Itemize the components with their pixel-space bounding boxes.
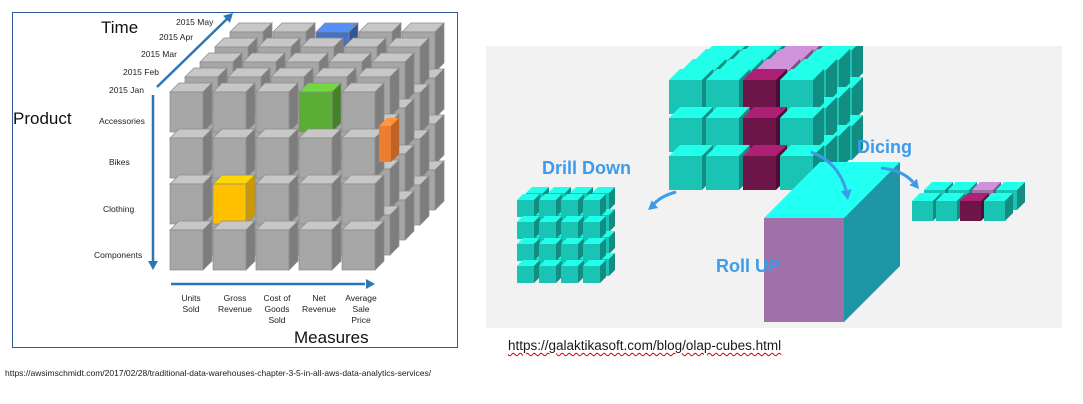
drill-down-cube-cell	[583, 260, 606, 283]
cube-cell	[169, 174, 213, 225]
cube-cell	[169, 128, 213, 179]
product-label-accessories: Accessories	[99, 116, 145, 126]
cube-cell	[298, 220, 342, 271]
left-source-link[interactable]: https://awsimschmidt.com/2017/02/28/trad…	[5, 368, 432, 378]
time-axis-label: Time	[101, 18, 139, 37]
cube-cell	[255, 82, 299, 133]
drill-down-cube-cell	[561, 194, 584, 217]
dicing-arrowhead	[909, 178, 919, 189]
highlighted-cube-green	[298, 82, 342, 133]
roll-up-arrow	[810, 150, 848, 191]
olap-operations-figure	[517, 46, 1025, 322]
olap-operations-panel: Drill Down Dicing Roll UP	[486, 46, 1062, 328]
cube-cell	[298, 128, 342, 179]
product-axis-label: Product	[13, 109, 72, 128]
cube-cell	[298, 174, 342, 225]
time-axis-arrow	[156, 16, 230, 88]
cube-cell	[255, 174, 299, 225]
drill-down-cube-cell	[539, 260, 562, 283]
drill-down-arrowhead	[648, 200, 659, 210]
cube-cell	[169, 220, 213, 271]
drill-down-arrow	[652, 190, 677, 206]
dicing-label: Dicing	[857, 137, 913, 157]
drill-down-cube-cell	[517, 260, 540, 283]
cube-cell	[169, 82, 213, 133]
product-label-clothing: Clothing	[103, 204, 135, 214]
drill-down-cube-cell	[561, 238, 584, 261]
cube-cell	[341, 220, 385, 271]
cube-cell	[341, 128, 385, 179]
time-label-may: 2015 May	[176, 17, 214, 27]
drill-down-label: Drill Down	[542, 158, 631, 178]
drill-down-cube-cell	[539, 216, 562, 239]
highlighted-cube-orange	[379, 118, 399, 162]
roll-up-arrowhead	[840, 189, 852, 200]
drill-down-cube-cell	[539, 194, 562, 217]
product-label-bikes: Bikes	[109, 157, 130, 167]
left-source-caption: https://awsimschmidt.com/2017/02/28/trad…	[5, 368, 431, 378]
time-label-mar: 2015 Mar	[141, 49, 177, 59]
roll-up-cube	[764, 162, 900, 322]
time-label-apr: 2015 Apr	[159, 32, 194, 42]
roll-up-label: Roll UP	[716, 256, 781, 276]
main-cube-cell-maroon	[743, 145, 787, 190]
right-source-caption: https://galaktikasoft.com/blog/olap-cube…	[508, 338, 781, 353]
drill-down-cube-cell	[583, 216, 606, 239]
dicing-arrow	[880, 166, 915, 184]
drill-down-cube-cell	[583, 194, 606, 217]
cube-cell	[212, 82, 256, 133]
drill-down-cube-cell	[517, 216, 540, 239]
measures-axis-label: Measures	[294, 328, 369, 347]
cube-cell	[255, 128, 299, 179]
time-label-feb: 2015 Feb	[123, 67, 159, 77]
measures-axis-arrowhead	[366, 279, 375, 289]
drill-down-cube-cell	[517, 194, 540, 217]
olap-cube-panel: Time Product Measures 2015 May 2015 Apr …	[12, 12, 458, 348]
dicing-cube-cell-teal	[936, 193, 965, 221]
right-source-link[interactable]: https://galaktikasoft.com/blog/olap-cube…	[508, 338, 782, 353]
product-axis-arrowhead	[148, 261, 158, 270]
cube-cell	[341, 174, 385, 225]
time-axis-arrowhead	[223, 13, 233, 23]
drill-down-cube-cell	[561, 216, 584, 239]
cube-cell	[212, 220, 256, 271]
cube-cell	[255, 220, 299, 271]
cube-cell	[341, 82, 385, 133]
product-label-components: Components	[94, 250, 143, 260]
time-label-jan: 2015 Jan	[109, 85, 144, 95]
drill-down-cube-cell	[583, 238, 606, 261]
drill-down-cube-cell	[517, 238, 540, 261]
drill-down-cube-cell	[539, 238, 562, 261]
dicing-cube-cell-teal	[984, 193, 1013, 221]
drill-down-cube-cell	[561, 260, 584, 283]
cube-cell	[212, 128, 256, 179]
highlighted-cube-yellow	[212, 174, 256, 225]
olap-cube-figure	[148, 13, 445, 289]
